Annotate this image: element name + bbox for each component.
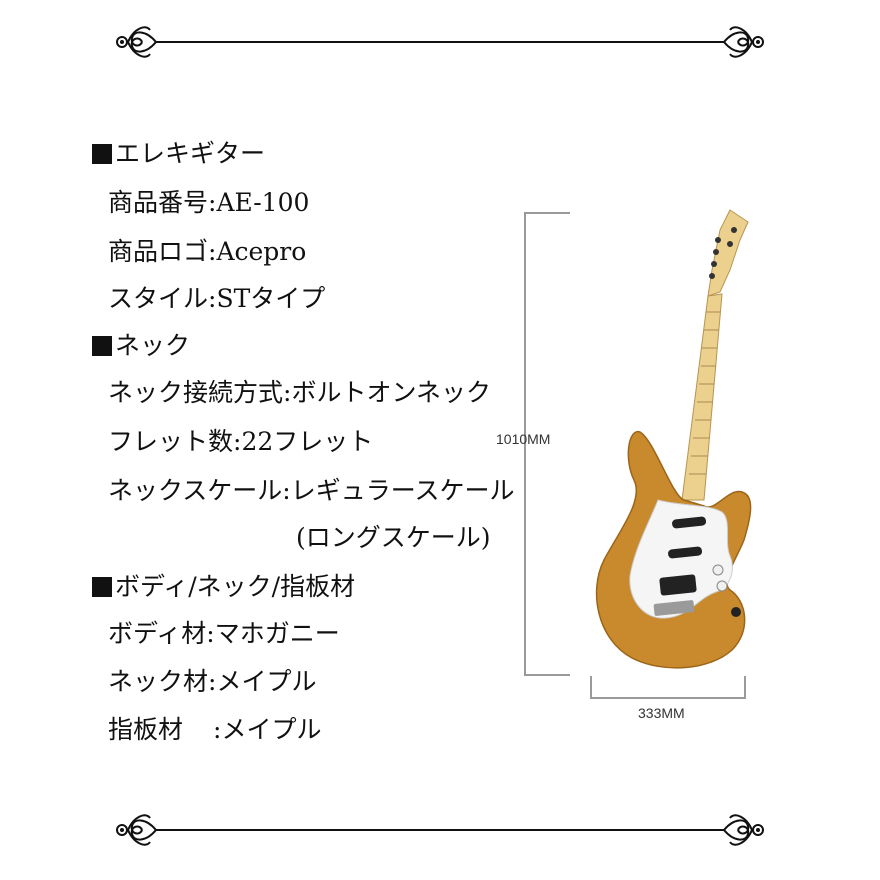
spec-item: スタイル:STタイプ [108, 284, 326, 313]
section-heading: エレキギター [92, 139, 265, 169]
width-dimension-tick-left [590, 676, 592, 698]
spec-item: 指板材:メイプル [108, 715, 322, 744]
square-bullet-icon [92, 577, 112, 597]
length-dimension-label: 1010MM [496, 431, 551, 447]
length-dimension-line [524, 212, 526, 676]
spec-item: ネックスケール:レギュラースケール [108, 476, 515, 505]
spec-list: エレキギター 商品番号:AE-100 商品ロゴ:Acepro スタイル:STタイ… [92, 139, 515, 744]
square-bullet-icon [92, 144, 112, 164]
spec-item: フレット数:22フレット [108, 427, 374, 456]
spec-item: 商品ロゴ:Acepro [108, 237, 307, 266]
spec-item-continuation: (ロングスケール) [296, 523, 491, 552]
electric-guitar-image [595, 209, 752, 669]
section-heading: ネック [92, 331, 190, 361]
spec-item: ネック材:メイプル [108, 667, 317, 696]
spec-item: 商品番号:AE-100 [108, 188, 310, 217]
spec-item: ネック接続方式:ボルトオンネック [108, 378, 491, 407]
length-dimension-tick-top [524, 212, 570, 214]
top-ornament-divider [112, 20, 768, 64]
width-dimension-label: 333MM [638, 705, 685, 721]
width-dimension-line [590, 697, 746, 699]
square-bullet-icon [92, 336, 112, 356]
length-dimension-tick-bottom [524, 674, 570, 676]
section-heading: ボディ/ネック/指板材 [92, 572, 355, 602]
width-dimension-tick-right [744, 676, 746, 698]
bottom-ornament-divider [112, 808, 768, 852]
spec-item: ボディ材:マホガニー [108, 619, 340, 648]
